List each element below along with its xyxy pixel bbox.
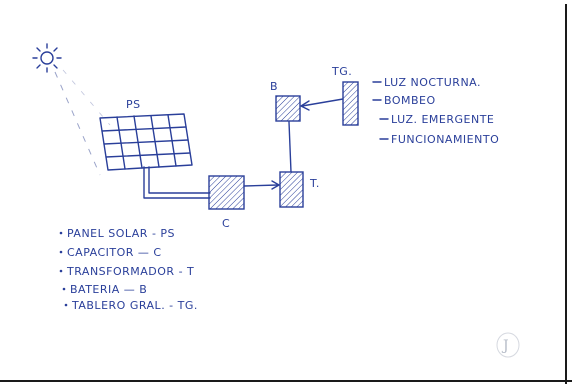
legend-item: PANEL SOLAR - PS — [67, 227, 175, 240]
sun-ray — [54, 69, 111, 176]
wire-c-t — [243, 180, 280, 190]
legend: PANEL SOLAR - PS CAPACITOR — C TRANSFORM… — [59, 227, 198, 312]
tablero-box — [342, 81, 359, 126]
tg-label: TG. — [331, 65, 352, 78]
t-label: T. — [309, 177, 320, 190]
ps-label: PS — [126, 98, 141, 111]
output-list: LUZ NOCTURNA. BOMBEO LUZ. EMERGENTE FUNC… — [372, 76, 499, 146]
output-item: LUZ NOCTURNA. — [384, 76, 481, 89]
page-mark: J — [501, 338, 509, 354]
output-item: FUNCIONAMIENTO — [391, 133, 499, 146]
wire-tg-b — [300, 98, 344, 111]
legend-item: BATERIA — B — [70, 283, 147, 296]
solar-panel — [99, 113, 193, 171]
transformer-box — [279, 171, 304, 208]
b-label: B — [270, 80, 278, 93]
legend-item: TRANSFORMADOR - T — [66, 265, 194, 278]
output-item: LUZ. EMERGENTE — [391, 113, 494, 126]
c-label: C — [222, 217, 230, 230]
page-mark-circle — [496, 332, 520, 358]
sun-icon — [32, 43, 62, 73]
wire-t-b — [288, 121, 292, 173]
capacitor-box — [208, 175, 245, 210]
wire-ps-c — [143, 166, 211, 199]
output-item: BOMBEO — [384, 94, 436, 107]
legend-item: TABLERO GRAL. - TG. — [71, 299, 198, 312]
battery-box — [275, 95, 301, 122]
legend-item: CAPACITOR — C — [67, 246, 162, 259]
